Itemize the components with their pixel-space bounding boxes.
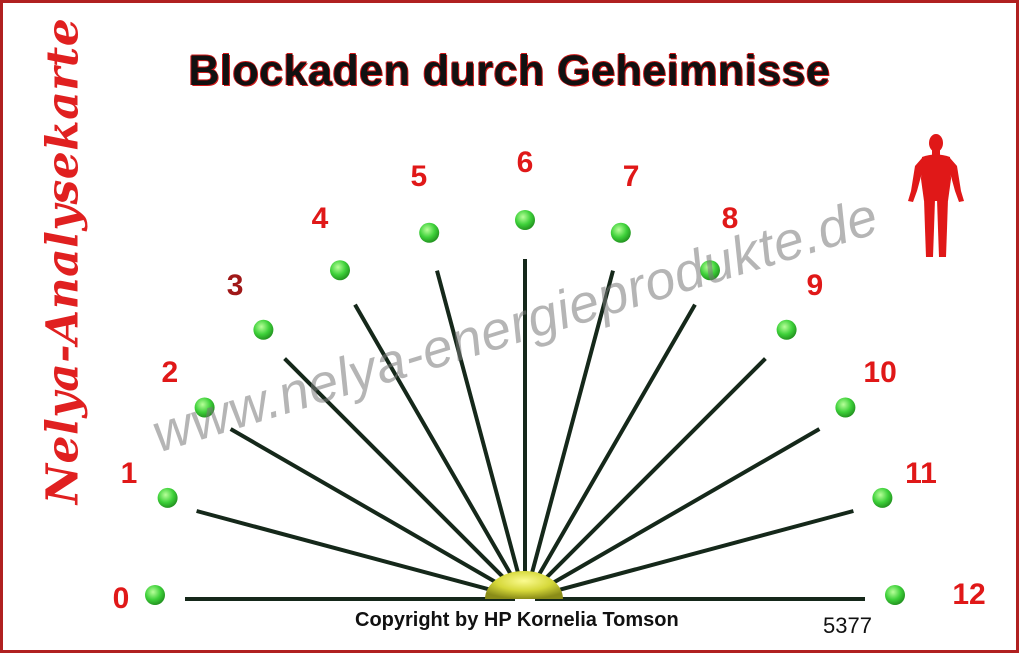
human-figure-icon [908, 134, 964, 257]
scale-dot-1[interactable] [157, 487, 178, 508]
scale-label-3: 3 [226, 269, 244, 302]
scale-label-10: 10 [863, 356, 897, 389]
scale-dot-5[interactable] [419, 222, 440, 243]
copyright-text: Copyright by HP Kornelia Tomson [355, 609, 679, 631]
card-code: 5377 [823, 613, 872, 638]
scale-label-7: 7 [622, 160, 640, 194]
scale-label-8: 8 [721, 202, 739, 236]
scale-label-2: 2 [161, 356, 179, 389]
ray-diagram [145, 210, 905, 605]
scale-label-5: 5 [410, 160, 428, 194]
ray-line-9 [530, 357, 767, 594]
scale-dots [145, 210, 905, 605]
scale-label-11: 11 [905, 457, 937, 491]
scale-dot-10[interactable] [835, 397, 856, 418]
ray-line-1 [196, 509, 516, 599]
ray-line-11 [534, 509, 854, 599]
scale-dot-6[interactable] [515, 210, 535, 230]
scale-dot-12[interactable] [885, 585, 905, 605]
scale-dot-11[interactable] [872, 487, 893, 508]
scale-dot-9[interactable] [776, 319, 797, 340]
scale-dot-2[interactable] [194, 397, 215, 418]
scale-dot-7[interactable] [610, 222, 631, 243]
ray-line-3 [283, 357, 520, 594]
scale-dot-0[interactable] [145, 585, 165, 605]
ray-line-5 [435, 270, 525, 590]
scale-dot-3[interactable] [253, 319, 274, 340]
card-title: Blockaden durch Geheimnisse [188, 47, 831, 95]
scale-dot-4[interactable] [330, 260, 350, 281]
ray-line-2 [229, 427, 518, 596]
ray-line-4 [353, 303, 522, 592]
center-hub [485, 571, 563, 599]
ray-line-10 [532, 427, 821, 596]
ray-line-8 [528, 303, 697, 592]
scale-label-9: 9 [806, 269, 824, 302]
scale-label-0: 0 [112, 582, 130, 615]
scale-label-12: 12 [952, 578, 986, 611]
scale-label-4: 4 [311, 202, 329, 236]
scale-label-6: 6 [516, 146, 534, 179]
scale-label-1: 1 [120, 457, 138, 491]
scale-dot-8[interactable] [700, 260, 720, 281]
ray-lines [185, 259, 865, 601]
ray-line-7 [525, 270, 615, 590]
